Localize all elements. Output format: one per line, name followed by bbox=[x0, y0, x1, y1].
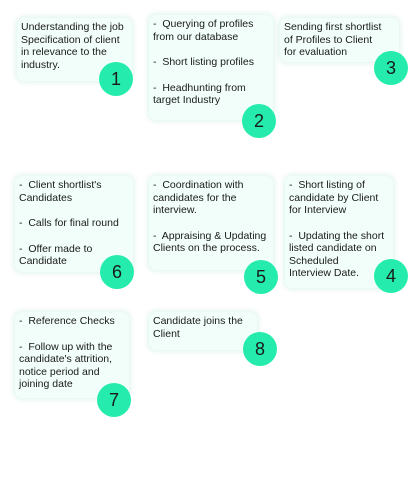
step-number-badge: 7 bbox=[97, 383, 131, 417]
line-gap bbox=[19, 204, 129, 217]
step-text-line: - Headhunting from bbox=[153, 81, 246, 94]
step-number-badge: 5 bbox=[244, 260, 278, 294]
step-text-line: - Reference Checks bbox=[19, 315, 115, 327]
step-text-line: target Industry bbox=[153, 94, 221, 106]
line-gap bbox=[19, 328, 125, 341]
step-text-line: notice period and bbox=[19, 365, 100, 378]
step-text-line: Candidates bbox=[19, 191, 73, 204]
step-number-badge: 4 bbox=[374, 259, 408, 293]
step-text-line: Scheduled bbox=[289, 254, 339, 267]
step-text-line: joining date bbox=[19, 378, 73, 390]
step-text-line: listed candidate on bbox=[289, 242, 377, 254]
step-text-line: Client bbox=[153, 327, 180, 340]
step-number-badge: 6 bbox=[100, 255, 134, 289]
step-text-line: - Offer made to bbox=[19, 242, 93, 255]
step-text-line: - Client shortlist's bbox=[19, 179, 102, 191]
step-text-line: Understanding the job bbox=[21, 21, 124, 33]
step-text-line: candidate's attrition, bbox=[19, 353, 113, 365]
step-text-line: - Updating the short bbox=[289, 229, 385, 242]
step-text-line: candidates for the bbox=[153, 191, 237, 204]
step-text-line: - Follow up with the bbox=[19, 340, 113, 353]
line-gap bbox=[289, 217, 389, 230]
step-text-line: - Short listing profiles bbox=[153, 56, 254, 68]
line-gap bbox=[153, 69, 269, 82]
step-text-line: Candidate bbox=[19, 255, 67, 267]
step-text-line: interview. bbox=[153, 204, 197, 216]
line-gap bbox=[153, 217, 269, 230]
step-text-line: Specification of client bbox=[21, 33, 120, 46]
line-gap bbox=[19, 230, 129, 243]
step-number-badge: 3 bbox=[374, 51, 408, 85]
step-text-line: industry. bbox=[21, 58, 60, 71]
step-text-line: of Profiles to Client bbox=[284, 33, 373, 46]
step-text-line: - Short listing of bbox=[289, 179, 365, 191]
step-text-line: Interview Date. bbox=[289, 267, 360, 279]
step-text-line: Sending first shortlist bbox=[284, 21, 382, 33]
step-number-badge: 1 bbox=[99, 62, 133, 96]
step-number-badge: 8 bbox=[243, 332, 277, 366]
step-number-badge: 2 bbox=[242, 104, 276, 138]
step-text-line: candidate by Client bbox=[289, 191, 379, 204]
step-text-line: for Interview bbox=[289, 204, 347, 216]
step-text-line: for evaluation bbox=[284, 46, 348, 58]
step-text-line: Clients on the process. bbox=[153, 242, 260, 254]
step-text-line: - Querying of profiles bbox=[153, 18, 254, 30]
step-text-line: - Calls for final round bbox=[19, 217, 119, 229]
line-gap bbox=[153, 43, 269, 56]
step-text-line: in relevance to the bbox=[21, 46, 107, 58]
step-text-line: - Appraising & Updating bbox=[153, 229, 267, 242]
step-text-line: Candidate joins the bbox=[153, 315, 243, 327]
step-text-line: from our database bbox=[153, 30, 239, 43]
step-text-line: - Coordination with bbox=[153, 179, 244, 191]
